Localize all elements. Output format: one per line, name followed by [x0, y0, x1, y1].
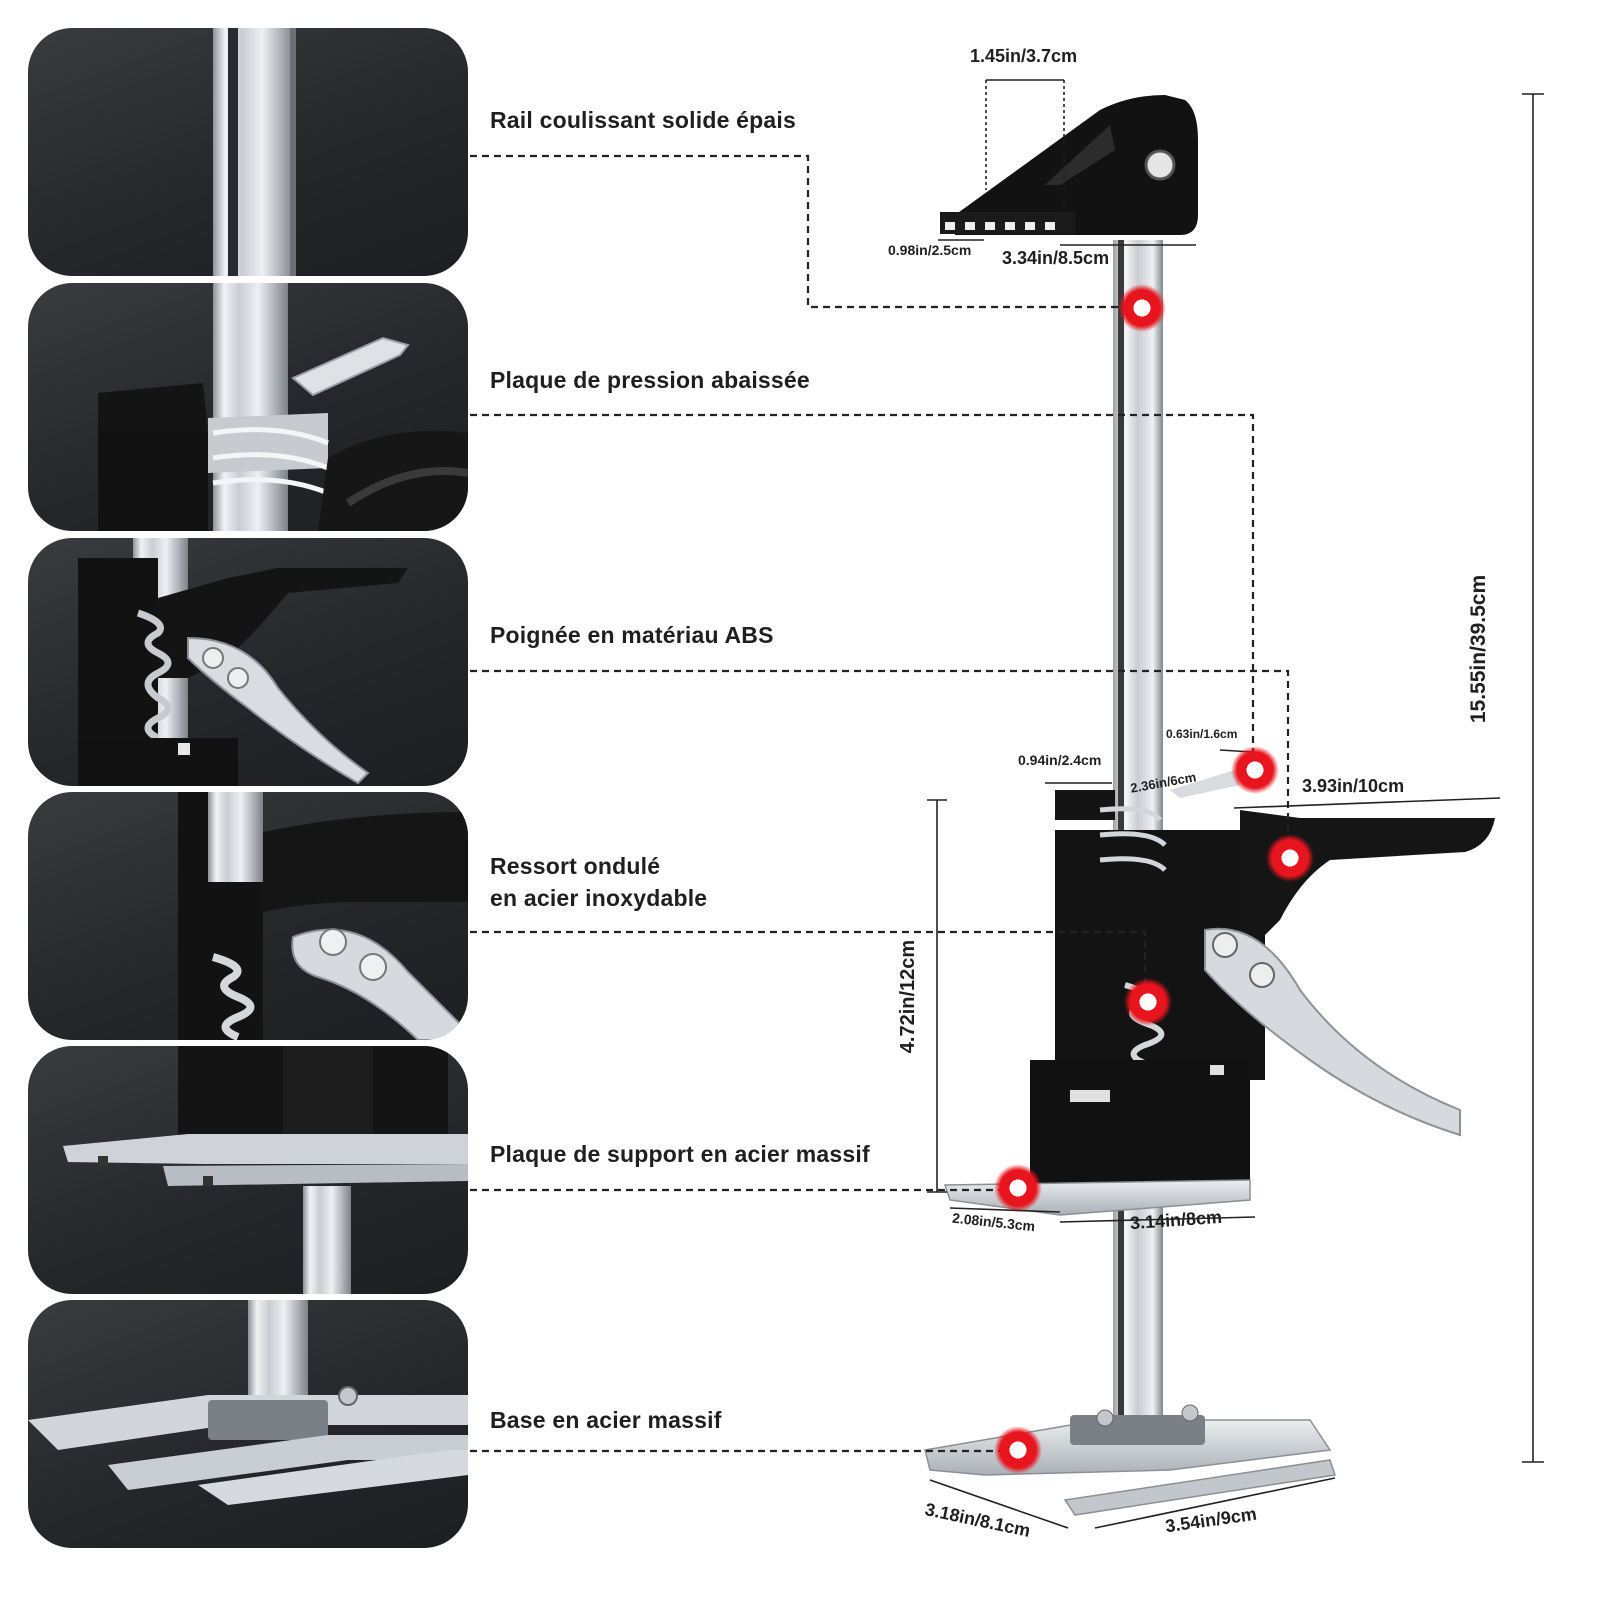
marker-handle	[1266, 834, 1314, 882]
label-base: Base en acier massif	[490, 1407, 722, 1433]
marker-rail	[1118, 284, 1166, 332]
marker-spring	[1124, 978, 1172, 1026]
thumb-support-plate	[28, 1046, 468, 1294]
label-spring-line2: en acier inoxydable	[490, 885, 708, 911]
marker-base	[994, 1426, 1042, 1474]
dim-top-length: 3.34in/8.5cm	[1002, 248, 1110, 268]
label-pressure-plate: Plaque de pression abaissée	[490, 367, 810, 393]
clamp-body	[1030, 770, 1495, 1185]
thumb-pressure-plate	[28, 283, 468, 531]
marker-support-plate	[994, 1164, 1042, 1212]
label-support-plate: Plaque de support en acier massif	[490, 1141, 870, 1167]
thumb-rail	[28, 28, 468, 276]
thumb-handle	[28, 538, 468, 786]
base-plate	[924, 1404, 1336, 1516]
dim-clamp-width: 0.94in/2.4cm	[1018, 752, 1102, 768]
markers	[994, 284, 1314, 1474]
dim-top-width: 1.45in/3.7cm	[970, 46, 1078, 66]
dimension-lines	[927, 79, 1544, 1529]
thumb-spring	[28, 792, 468, 1040]
dim-tab-small: 0.63in/1.6cm	[1166, 727, 1238, 741]
dim-body-height: 4.72in/12cm	[897, 939, 920, 1054]
leader-lines	[470, 154, 1290, 1453]
label-spring: Ressort ondulé	[490, 853, 661, 879]
top-head	[940, 95, 1198, 235]
thumb-base	[28, 1300, 468, 1548]
marker-pressure-plate	[1231, 746, 1279, 794]
label-handle: Poignée en matériau ABS	[490, 622, 774, 648]
dim-top-lip: 0.98in/2.5cm	[888, 242, 972, 258]
label-rail: Rail coulissant solide épais	[490, 107, 796, 133]
dim-total-height: 15.55in/39.5cm	[1467, 574, 1491, 724]
dim-handle-length: 3.93in/10cm	[1302, 776, 1405, 796]
